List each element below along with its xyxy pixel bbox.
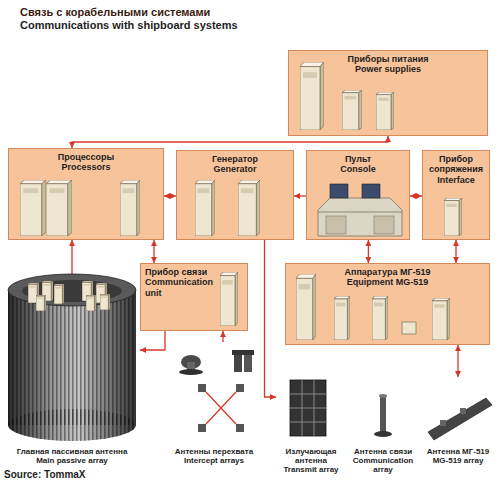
node-heading: Аппаратура МГ-519 — [290, 267, 485, 277]
cabinet-icon — [296, 274, 316, 340]
cabinet-icon — [238, 180, 260, 236]
antenna-bar — [428, 398, 492, 440]
connector-arrow — [164, 195, 176, 196]
node-subheading: Console — [311, 164, 405, 174]
antenna-figure: Главная пассивная антеннаMain passive ar… — [4, 277, 140, 465]
cabinet-icon — [46, 180, 72, 236]
node-heading: Антенна связи — [348, 447, 418, 456]
module-icon — [402, 322, 416, 334]
connector-arrow — [222, 331, 223, 342]
antenna-figure: Антенна связиCommunication array — [348, 387, 418, 475]
diagram-title: Связь с корабельными системами — [20, 6, 210, 19]
antenna-figure: Излучающая антеннаTransmit array — [276, 367, 346, 475]
cabinet-icon — [120, 180, 140, 236]
node-subheading: Intercept arrays — [168, 456, 260, 465]
connector-arrow — [140, 331, 165, 350]
node-heading: Приборы питания — [293, 54, 483, 64]
antenna-rod — [374, 394, 392, 437]
node-subheading: Main passive array — [4, 456, 140, 465]
intercept-sensors — [179, 350, 254, 432]
node-heading: Излучающая антенна — [276, 447, 346, 465]
cabinet-icon — [334, 296, 350, 340]
node-subheading: Communication array — [348, 456, 418, 474]
free-label: Communications with shipboard systems — [20, 19, 238, 32]
node-heading: Пульт — [311, 154, 405, 164]
cabinet-icon — [220, 272, 238, 326]
transmit-grid — [290, 380, 326, 436]
node-subheading: Processors — [13, 162, 159, 172]
cabinet-icon — [195, 180, 215, 236]
console-desk — [318, 184, 402, 236]
cabinet-icon — [20, 180, 46, 236]
node-subheading: Power supplies — [293, 64, 483, 74]
equipment-box: ПультConsole — [306, 150, 410, 240]
cylinder-array — [8, 274, 136, 441]
equipment-box: Приборы питанияPower supplies — [288, 50, 488, 136]
node-subheading: Equipment MG-519 — [290, 277, 485, 287]
antenna-figure: Антенна МГ-519MG-519 array — [420, 377, 496, 465]
node-heading: Главная пассивная антенна — [4, 447, 140, 456]
node-heading: Прибор сопряжения — [427, 154, 485, 175]
cabinet-icon — [300, 62, 324, 130]
node-subheading: MG-519 array — [420, 456, 496, 465]
node-subheading: Interface — [427, 175, 485, 185]
cabinet-icon — [372, 296, 388, 340]
cabinet-icon — [376, 92, 394, 130]
node-heading: Процессоры — [13, 152, 159, 162]
node-subheading: Transmit array — [276, 465, 346, 474]
node-heading: Антенны перехвата — [168, 447, 260, 456]
cabinet-icon — [444, 198, 462, 236]
connector-arrow — [368, 240, 369, 263]
connector-arrow — [457, 345, 458, 377]
cabinet-icon — [342, 90, 362, 130]
connector-arrow — [153, 240, 154, 263]
node-heading: Антенна МГ-519 — [420, 447, 496, 456]
cabinet-icon — [432, 298, 450, 340]
node-heading: Прибор связи — [145, 267, 217, 277]
equipment-box: ПроцессорыProcessors — [8, 148, 164, 240]
connector-arrow — [410, 195, 422, 196]
node-subheading: Communication unit — [145, 277, 217, 298]
connector-arrow — [294, 195, 306, 196]
free-label: Source: TommaX — [4, 469, 86, 481]
connector-arrow — [72, 136, 388, 148]
equipment-box: Прибор сопряженияInterface — [422, 150, 490, 240]
equipment-box: Аппаратура МГ-519Equipment MG-519 — [285, 263, 490, 345]
node-heading: Генератор — [181, 154, 289, 164]
antenna-figure: Антенны перехватаIntercept arrays — [168, 342, 260, 465]
connector-arrow — [265, 240, 277, 397]
connector-arrow — [71, 240, 72, 277]
equipment-box: Прибор связиCommunication unit — [140, 263, 248, 331]
equipment-box: ГенераторGenerator — [176, 150, 294, 240]
node-subheading: Generator — [181, 164, 289, 174]
connector-arrow — [455, 240, 456, 263]
